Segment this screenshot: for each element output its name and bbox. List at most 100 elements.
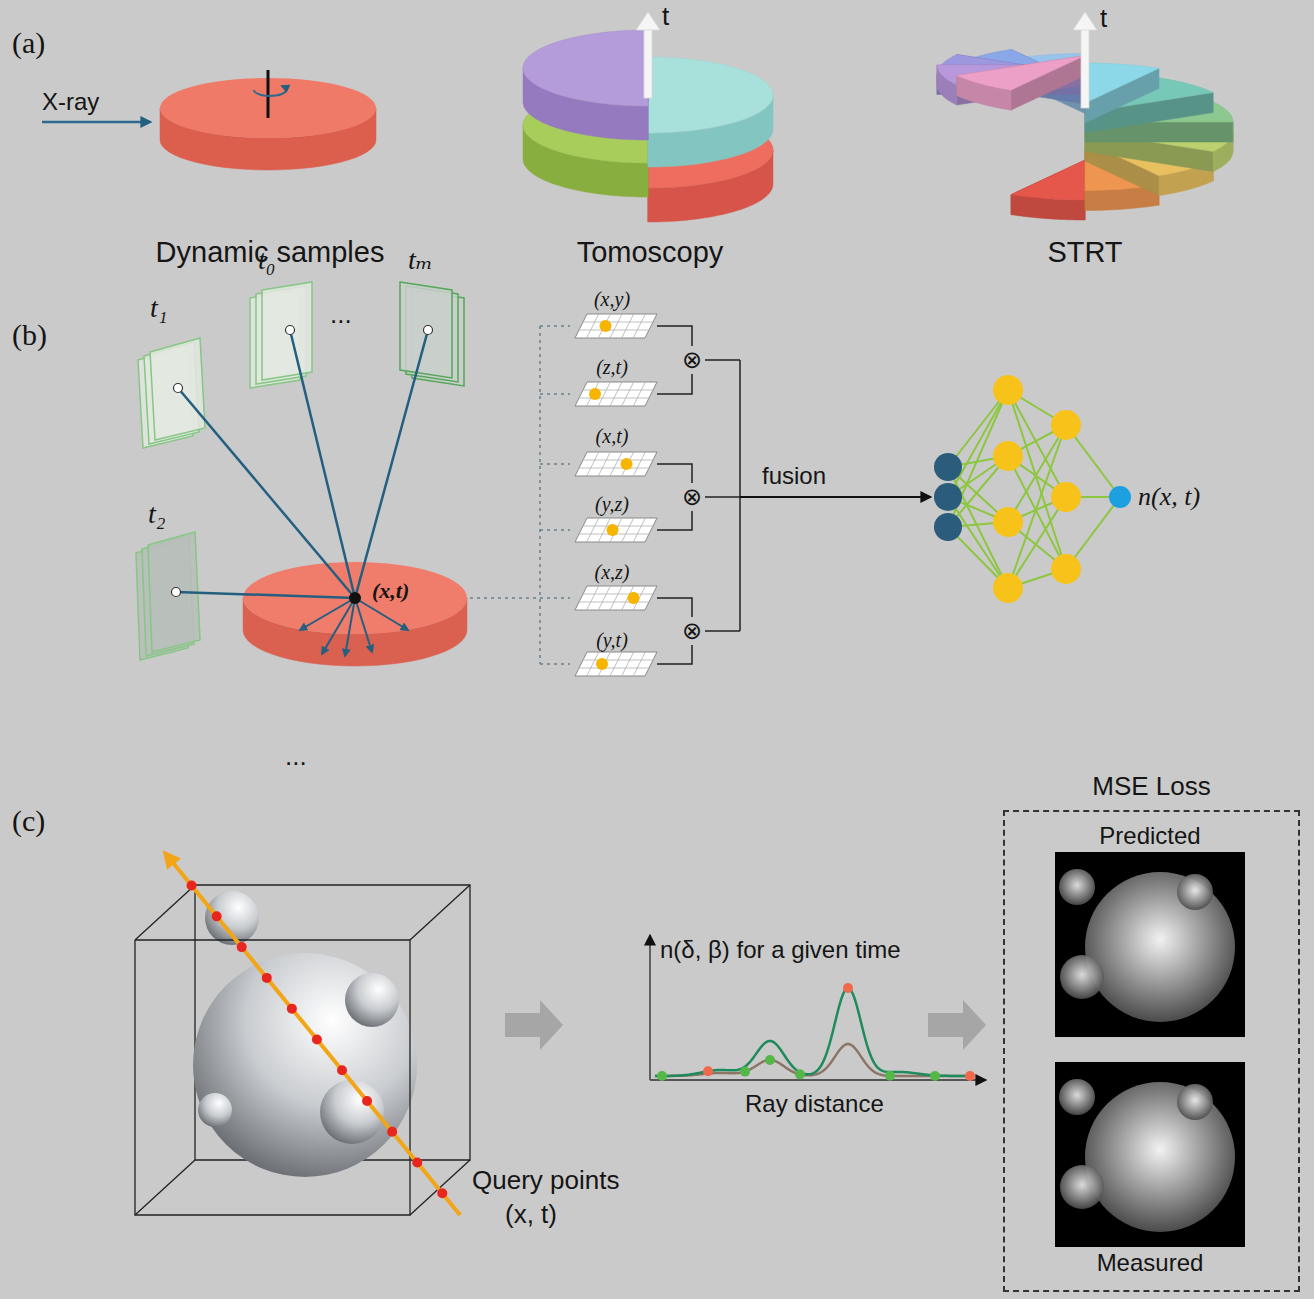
illustration-part — [622, 652, 634, 676]
illustration-part — [178, 388, 355, 598]
illustration-part — [135, 940, 410, 1215]
illustration-part — [648, 57, 773, 133]
illustration-part — [600, 320, 612, 332]
illustration-part — [237, 942, 247, 952]
illustration-part — [583, 526, 653, 527]
illustration-part — [633, 518, 645, 542]
illustration-part — [657, 326, 692, 346]
illustration-part — [657, 374, 692, 394]
illustration-part — [540, 663, 570, 665]
illustration-part — [628, 592, 640, 604]
illustration-part — [1055, 852, 1245, 1037]
plane-label: (z,t) — [596, 356, 628, 379]
illustration-part — [312, 1034, 322, 1044]
illustration-part — [993, 573, 1023, 603]
illustration-part — [1085, 1082, 1235, 1232]
illustration-part — [187, 881, 197, 891]
image-caption: Measured — [1055, 1247, 1245, 1279]
illustration-part — [267, 70, 270, 118]
illustration-part — [657, 1071, 667, 1081]
illustration-part — [610, 382, 622, 406]
illustration-part — [174, 384, 183, 393]
illustration-part — [622, 314, 634, 338]
illustration-part — [583, 460, 653, 461]
illustration-part — [636, 12, 660, 30]
illustration-part — [934, 483, 962, 511]
ellipsis: ... — [330, 300, 352, 330]
axis-label: Ray distance — [745, 1090, 884, 1118]
illustration-part — [1011, 160, 1085, 200]
illustration-part — [1051, 482, 1081, 512]
illustration-part — [287, 1004, 297, 1014]
illustration-part — [575, 382, 657, 406]
illustration-part — [1177, 874, 1213, 910]
illustration-part — [540, 463, 570, 465]
illustration-part — [1085, 872, 1235, 1022]
image-caption: Predicted — [1055, 820, 1245, 852]
illustration-part — [212, 911, 222, 921]
illustration-part — [1177, 1084, 1213, 1120]
illustration-part — [1085, 63, 1159, 103]
illustration-part — [262, 282, 312, 380]
measured-image: Measured — [1055, 1062, 1245, 1279]
axis-label: t — [1100, 4, 1107, 34]
illustration-part — [198, 1093, 232, 1127]
illustration-part — [655, 988, 973, 1076]
illustration-part — [843, 983, 853, 993]
illustration-part — [934, 453, 962, 481]
illustration-part — [740, 496, 930, 498]
illustration-part — [172, 588, 181, 597]
illustration-part — [928, 1000, 986, 1050]
time-label: t₂ — [148, 498, 166, 530]
illustration-part — [410, 885, 470, 940]
illustration-part — [583, 322, 653, 323]
illustration-part — [622, 518, 634, 542]
illustration-part — [349, 592, 361, 604]
illustration-part — [1109, 486, 1131, 508]
illustration-part — [607, 524, 619, 536]
illustration-part — [579, 398, 649, 399]
illustration-part — [957, 56, 1085, 91]
illustration-part — [540, 393, 570, 395]
illustration-part — [540, 597, 570, 599]
illustration-part — [622, 382, 634, 406]
illustration-part — [412, 1158, 422, 1168]
illustration-part — [135, 885, 195, 940]
plot-title: n(δ, β) for a given time — [660, 936, 901, 964]
illustration-part — [1060, 955, 1104, 999]
time-label: t₀ — [258, 244, 276, 276]
time-label: tₘ — [408, 244, 433, 276]
illustration-part — [598, 452, 610, 476]
illustration-part — [575, 518, 657, 542]
product-symbol: ⊗ — [682, 617, 702, 645]
illustration-part — [400, 282, 452, 378]
illustration-part — [610, 652, 622, 676]
illustration-part — [579, 468, 649, 469]
illustration-part — [621, 458, 633, 470]
illustration-part — [633, 452, 645, 476]
illustration-part — [523, 30, 648, 106]
illustration-part — [387, 1127, 397, 1137]
illustration-part — [1055, 1062, 1245, 1247]
illustration-part — [587, 586, 599, 610]
plane-label: (x,t) — [596, 425, 629, 448]
illustration-part — [589, 388, 601, 400]
illustration-part — [633, 314, 645, 338]
illustration-part — [1073, 12, 1097, 30]
illustration-part — [1232, 121, 1233, 142]
beam-label: X-ray — [42, 88, 99, 116]
loss-panel: MSE LossPredictedMeasured — [1003, 772, 1300, 1292]
ellipsis: ... — [285, 742, 307, 772]
illustration-part — [610, 586, 622, 610]
product-symbol: ⊗ — [682, 483, 702, 511]
illustration-part — [657, 645, 692, 664]
illustration-part — [575, 314, 657, 338]
plane-label: (x,y) — [594, 288, 630, 311]
illustration-part — [587, 452, 599, 476]
illustration-part — [262, 973, 272, 983]
illustration-part — [575, 652, 657, 676]
panel-letter: (c) — [12, 804, 45, 839]
illustration-part — [345, 973, 399, 1027]
illustration-part — [579, 668, 649, 669]
